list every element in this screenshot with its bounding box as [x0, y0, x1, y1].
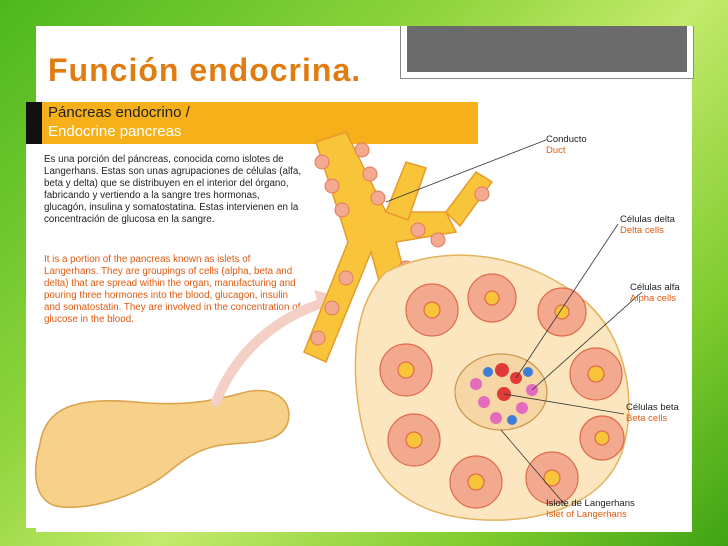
pancreas-illustration	[34, 131, 643, 521]
paragraph-spanish: Es una porción del páncreas, conocida co…	[44, 154, 302, 226]
label-duct-es: Conducto	[546, 134, 587, 145]
header-title-english: Endocrine pancreas	[48, 123, 182, 140]
acini	[379, 273, 625, 509]
paragraph-english: It is a portion of the pancreas known as…	[44, 254, 301, 326]
zoom-arrow	[211, 297, 331, 407]
leader-lines	[385, 139, 643, 507]
pancreas-organ	[34, 389, 290, 508]
label-alpha-en: Alpha cells	[630, 293, 676, 304]
title-placeholder-frame	[400, 26, 694, 79]
label-beta-es: Células beta	[626, 402, 679, 413]
slide-content: Función endocrina. Páncreas endocrino / …	[26, 26, 694, 532]
label-islet-en: Islet of Langerhans	[546, 509, 627, 520]
delta-cells	[483, 367, 533, 425]
slide-title: Función endocrina.	[48, 52, 362, 88]
label-beta-cells: Células beta Beta cells	[626, 402, 679, 424]
label-islet-es: Islote de Langerhans	[546, 498, 635, 509]
label-delta-cells: Células delta Delta cells	[620, 214, 675, 236]
label-islet: Islote de Langerhans Islet of Langerhans	[546, 498, 635, 520]
header-title-spanish: Páncreas endocrino /	[48, 104, 190, 121]
label-duct-en: Duct	[546, 145, 566, 156]
label-beta-en: Beta cells	[626, 413, 668, 424]
label-duct: Conducto Duct	[546, 134, 587, 156]
label-alpha-es: Células alfa	[630, 282, 680, 293]
label-delta-en: Delta cells	[620, 225, 664, 236]
figure-header: Páncreas endocrino / Endocrine pancreas	[26, 102, 478, 144]
label-alpha-cells: Células alfa Alpha cells	[630, 282, 680, 304]
title-placeholder-fill	[407, 26, 687, 72]
header-black-bar	[26, 102, 42, 144]
pancreas-figure: Páncreas endocrino / Endocrine pancreas …	[26, 102, 692, 528]
label-delta-es: Células delta	[620, 214, 675, 225]
